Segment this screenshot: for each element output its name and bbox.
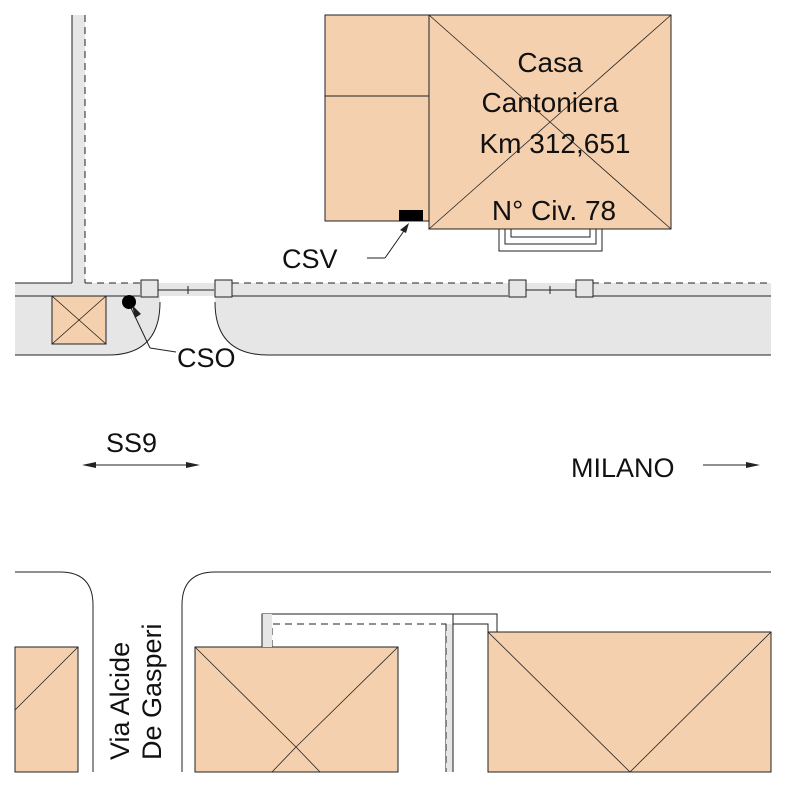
manhole-box	[575, 279, 594, 298]
milano-arrow	[703, 462, 760, 468]
casa-cantoniera-building	[324, 14, 672, 259]
milano-label: MILANO	[571, 453, 675, 483]
ss9-label: SS9	[106, 428, 157, 458]
cso-label: CSO	[177, 343, 236, 373]
csv-meter-box	[399, 210, 423, 221]
csv-label: CSV	[282, 244, 338, 274]
building-name-line1: Casa	[517, 47, 583, 78]
north-sidewalk	[15, 282, 771, 356]
west-alley	[71, 15, 86, 283]
building-name-line2: Cantoniera	[482, 87, 619, 118]
sidewalk-kiosk	[51, 295, 107, 345]
manhole-box	[214, 279, 233, 298]
street-name-line1: Via Alcide	[105, 642, 135, 760]
south-blocks	[14, 571, 772, 773]
manhole-box	[508, 279, 527, 298]
ss9-arrow	[82, 462, 200, 468]
building-km: Km 312,651	[480, 128, 631, 159]
street-name-line2: De Gasperi	[137, 623, 167, 760]
building-civic-number: N° Civ. 78	[492, 195, 616, 226]
manhole-boxes	[140, 279, 594, 298]
manhole-box	[140, 279, 159, 298]
